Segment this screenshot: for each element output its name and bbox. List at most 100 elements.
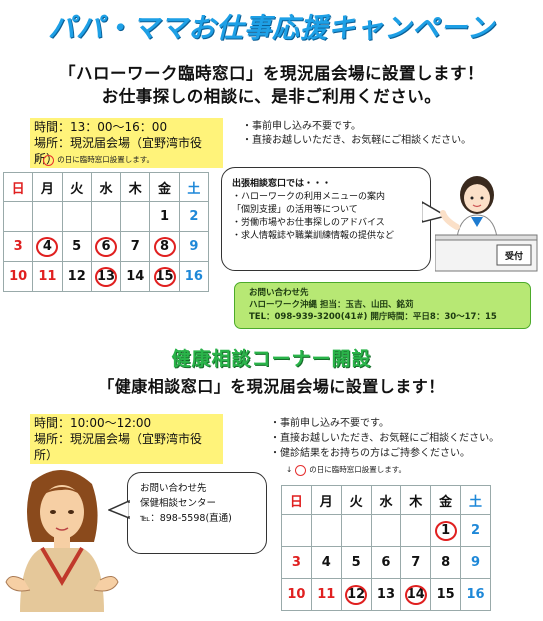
day-number: 6 xyxy=(381,555,391,570)
calendar-day: 11 xyxy=(310,578,342,611)
info-place: 場所：現況届会場（宜野湾市役所） xyxy=(34,432,203,462)
weekday-header: 月 xyxy=(310,485,342,515)
calendar-empty-cell xyxy=(90,201,122,232)
weekday-header: 日 xyxy=(2,172,34,202)
calendar-day: 14 xyxy=(120,261,151,292)
day-number: 5 xyxy=(351,555,361,570)
calendar-week-row: 3 4 5 6 7 8 9 xyxy=(281,546,491,579)
day-number: 16 xyxy=(184,269,203,284)
day-number: 9 xyxy=(189,239,199,254)
weekday-header: 水 xyxy=(90,172,122,202)
headline-health: 「健康相談窓口」を現況届会場に設置します！ xyxy=(98,377,445,396)
calendar-day: 15 xyxy=(430,578,462,611)
calendar-day: 14 xyxy=(400,578,432,611)
day-number: 2 xyxy=(471,523,481,538)
day-number: 15 xyxy=(436,587,455,602)
down-arrow-icon: ↓ xyxy=(286,465,293,474)
receptionist-illustration xyxy=(435,176,538,272)
calendar-empty-cell xyxy=(370,514,402,547)
calendar-empty-cell xyxy=(61,201,92,232)
weekday-header: 土 xyxy=(178,172,210,202)
day-number: 4 xyxy=(321,555,331,570)
weekday-header: 金 xyxy=(149,172,180,202)
calendar-day: 13 xyxy=(370,578,402,611)
contact-box-hellowork: お問い合わせ先 ハローワーク沖縄 担当：玉吉、山田、銘苅 TEL：098-939… xyxy=(234,282,531,329)
calendar-header-row: 日月火水木金土 xyxy=(281,485,491,515)
legend-text: の日に臨時窓口設置します。 xyxy=(309,465,407,474)
calendar-day: 2 xyxy=(178,201,210,232)
calendar-day: 5 xyxy=(340,546,372,579)
highlight-circle-icon xyxy=(94,236,117,257)
weekday-header: 火 xyxy=(61,172,92,202)
day-number: 1 xyxy=(160,209,170,224)
day-number: 7 xyxy=(411,555,421,570)
day-number: 3 xyxy=(291,555,301,570)
info-time: 時間：10:00～12:00 xyxy=(34,416,152,430)
day-number: 10 xyxy=(287,587,306,602)
contact-bubble-health: お問い合わせ先 保健相談センター ℡：898-5598(直通) xyxy=(127,472,267,554)
note-line: ・直接お越しいただき、お気軽にご相談ください。 xyxy=(270,433,500,444)
info-time: 時間：13：00～16：00 xyxy=(34,120,168,134)
calendar-day: 12 xyxy=(340,578,372,611)
down-arrow-icon: ↓ xyxy=(34,155,41,164)
calendar-day: 5 xyxy=(61,231,92,262)
weekday-header: 木 xyxy=(400,485,432,515)
calendar-day: 2 xyxy=(460,514,491,547)
bubble-line: ・求人情報誌や職業訓練情報の提供など xyxy=(232,231,395,241)
contact-line: お問い合わせ先 xyxy=(249,288,309,298)
calendar-day: 16 xyxy=(460,578,491,611)
calendar-day: 6 xyxy=(90,231,122,262)
day-number: 16 xyxy=(466,587,485,602)
legend-health: ↓ の日に臨時窓口設置します。 xyxy=(286,464,406,476)
contact-line: TEL：098-939-3200(41#) 開庁時間：平日8：30〜17：15 xyxy=(249,312,497,322)
calendar-day: 3 xyxy=(2,231,34,262)
calendar-day: 16 xyxy=(178,261,210,292)
calendar-day: 3 xyxy=(281,546,312,579)
speech-bubble-services: 出張相談窓口では・・・ ・ハローワークの利用メニューの案内 「個別支援」の活用等… xyxy=(221,167,431,271)
weekday-header: 木 xyxy=(120,172,151,202)
bubble-tail xyxy=(108,499,130,520)
weekday-header: 日 xyxy=(281,485,312,515)
day-number: 14 xyxy=(126,269,145,284)
day-number: 7 xyxy=(130,239,140,254)
weekday-header: 月 xyxy=(32,172,63,202)
legend-hellowork: ↓の日に臨時窓口設置します。 xyxy=(34,154,154,166)
calendar-day: 13 xyxy=(90,261,122,292)
calendar-empty-cell xyxy=(281,514,312,547)
day-number: 9 xyxy=(471,555,481,570)
bubble-line: ・労働市場やお仕事探しのアドバイス xyxy=(232,218,385,228)
calendar-day: 8 xyxy=(430,546,462,579)
bubble-line: 「個別支援」の活用等について xyxy=(232,205,358,215)
info-box-health: 時間：10:00～12:00 場所：現況届会場（宜野湾市役所） xyxy=(30,414,223,464)
campaign-title: パパ・ママお仕事応援キャンペーン xyxy=(48,13,495,44)
calendar-day: 10 xyxy=(281,578,312,611)
calendar-day: 1 xyxy=(430,514,462,547)
weekday-header: 火 xyxy=(340,485,372,515)
calendar-day: 11 xyxy=(32,261,63,292)
weekday-header: 土 xyxy=(460,485,491,515)
calendar-day: 4 xyxy=(32,231,63,262)
day-number: 10 xyxy=(9,269,28,284)
weekday-header: 水 xyxy=(370,485,402,515)
calendar-day: 7 xyxy=(120,231,151,262)
calendar-empty-cell xyxy=(120,201,151,232)
calendar-day: 8 xyxy=(149,231,180,262)
day-number: 2 xyxy=(189,209,199,224)
headline-hellowork: 「ハローワーク臨時窓口」を現況届会場に設置します！ xyxy=(59,64,484,83)
notes-health: ・事前申し込み不要です。 ・直接お越しいただき、お気軽にご相談ください。 ・健診… xyxy=(270,416,499,461)
calendar-empty-cell xyxy=(340,514,372,547)
calendar-day: 9 xyxy=(178,231,210,262)
headline-job-consult: お仕事探しの相談に、是非ご利用ください。 xyxy=(101,87,442,106)
day-number: 8 xyxy=(441,555,451,570)
circle-icon xyxy=(295,464,307,476)
note-line: ・健診結果をお持ちの方はご持参ください。 xyxy=(270,448,470,459)
day-number: 3 xyxy=(13,239,23,254)
calendar-empty-cell xyxy=(2,201,34,232)
highlight-circle-icon xyxy=(153,236,176,257)
calendar-day: 6 xyxy=(370,546,402,579)
health-title: 健康相談コーナー開設 xyxy=(171,348,372,370)
bubble-tail xyxy=(422,201,448,223)
